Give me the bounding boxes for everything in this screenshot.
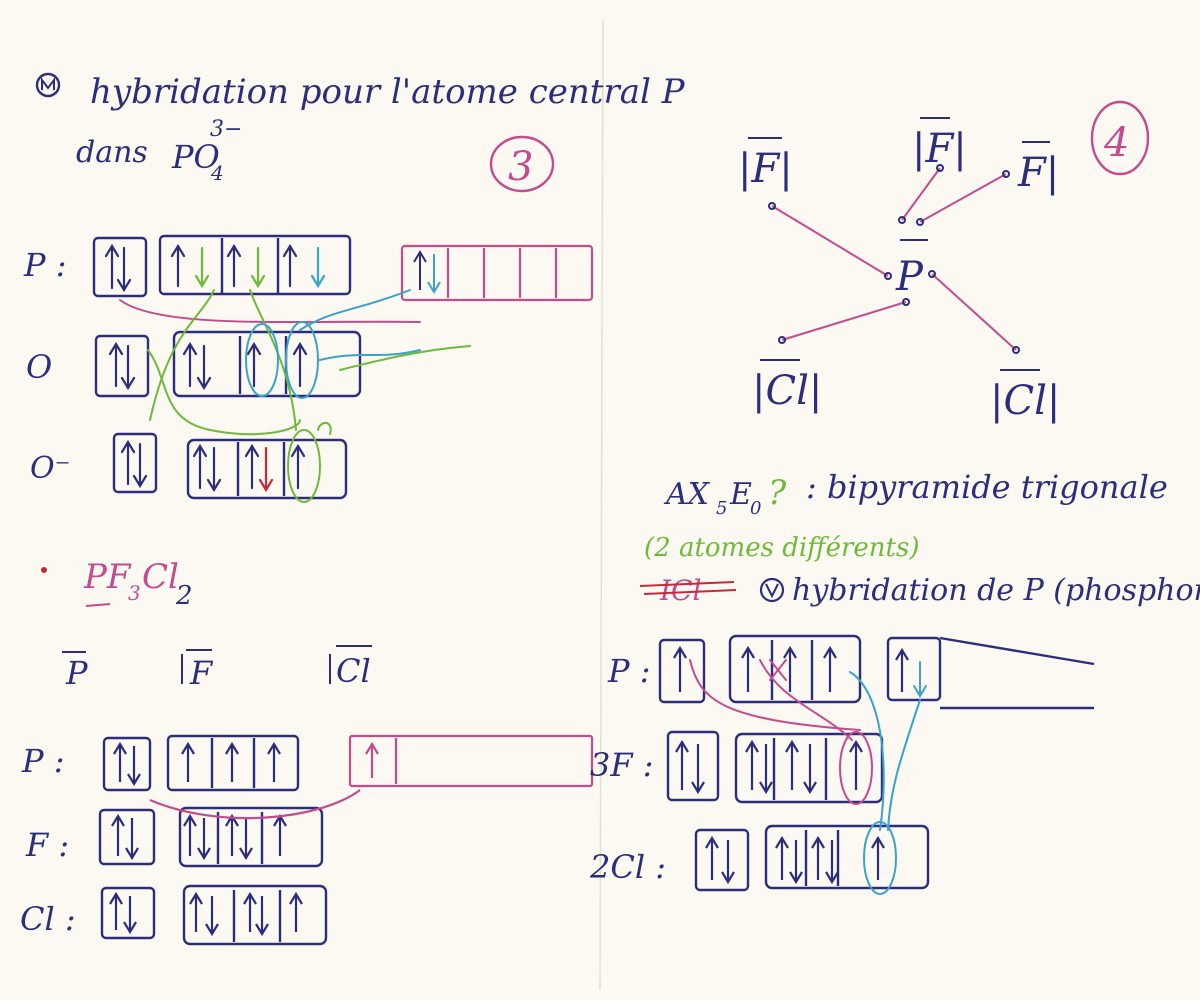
hybrid-title-right: hybridation de P (phosphore): [792, 573, 1200, 608]
molecule-sub2: 2: [175, 581, 193, 611]
exercise-4-number: 4: [1103, 120, 1129, 166]
title-line-2: dans: [76, 135, 148, 170]
formula-E: E: [729, 477, 752, 512]
formula-sub-5: 5: [716, 498, 727, 519]
note-two-atoms: (2 atomes différents): [644, 533, 919, 563]
config-label-P: P :: [21, 742, 64, 780]
exercise-3-number: 3: [508, 144, 533, 190]
crossed-label: ICl: [659, 574, 701, 607]
formula-AX: AX: [663, 477, 711, 512]
atom-P-center: P: [895, 254, 924, 300]
config-label-F: F :: [25, 826, 69, 864]
atom-Cl-left: |Cl|: [752, 368, 822, 414]
molecule-sub3: 3: [128, 581, 141, 605]
atom-F-right: F|: [1017, 150, 1059, 196]
config-label-P-right: P :: [607, 652, 650, 690]
config-label-2Cl: 2Cl :: [589, 848, 666, 886]
row-label-O-minus: O⁻: [30, 451, 70, 486]
lewis-Cl: Cl: [336, 652, 371, 690]
atom-F-left: |F|: [738, 146, 793, 192]
question-mark: ?: [768, 473, 787, 513]
row-label-O: O: [26, 348, 52, 386]
row-label-P: P :: [23, 246, 66, 284]
atom-Cl-right: |Cl|: [990, 378, 1060, 424]
bullet-dot: [41, 567, 47, 573]
geometry-name: : bipyramide trigonale: [806, 468, 1168, 506]
molecule-pf-text: PF: [83, 557, 132, 597]
lewis-F: F: [189, 654, 214, 692]
config-label-3F: 3F :: [590, 746, 654, 784]
ion-subscript: 4: [210, 161, 224, 185]
formula-sub-0: 0: [750, 498, 761, 519]
config-label-Cl: Cl :: [20, 900, 76, 938]
lewis-P: P: [65, 654, 88, 692]
ion-superscript: 3−: [210, 117, 242, 142]
molecule-cl-text: Cl: [142, 557, 179, 597]
title-line-1: hybridation pour l'atome central P: [90, 72, 686, 112]
